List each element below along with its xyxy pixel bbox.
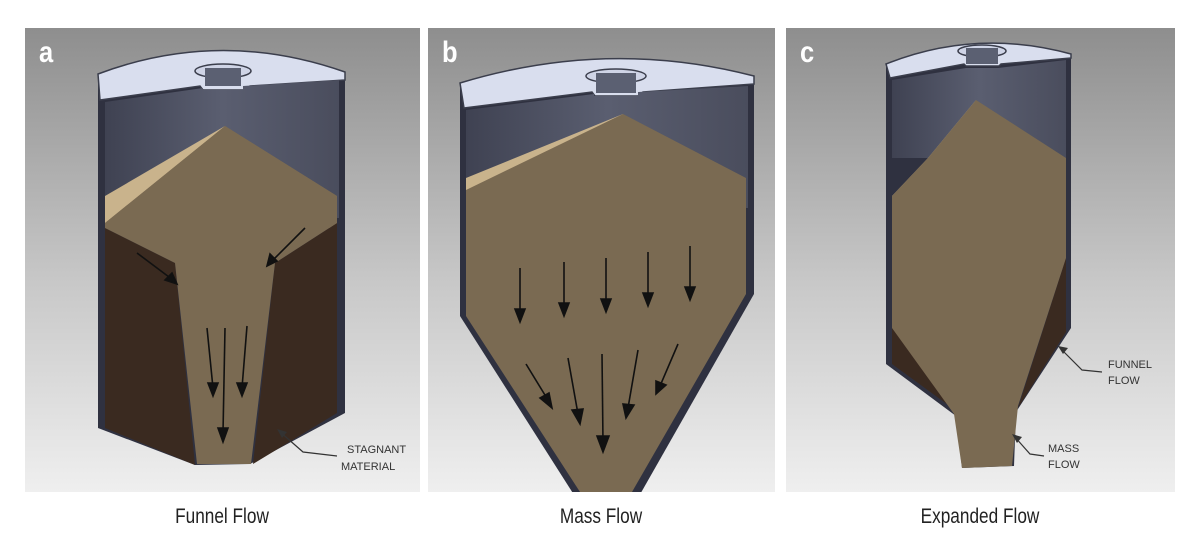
panel-letter-a: a [39,36,54,69]
svg-text:FLOW: FLOW [1108,375,1140,387]
svg-text:MATERIAL: MATERIAL [341,461,395,473]
funnel-flow-annotation: FUNNEL FLOW [1058,346,1152,387]
expanded-flow-silo-illustration: FUNNEL FLOW MASS FLOW [786,28,1175,492]
svg-text:FLOW: FLOW [1048,459,1080,471]
svg-text:STAGNANT: STAGNANT [347,444,406,456]
svg-text:FUNNEL: FUNNEL [1108,359,1152,371]
mass-flow-annotation: MASS FLOW [1012,434,1080,471]
mass-flow-silo-illustration [428,28,775,492]
panel-b-mass-flow: b [428,28,775,492]
panel-letter-c: c [800,36,815,69]
panel-c-expanded-flow: FUNNEL FLOW MASS FLOW c [786,28,1175,492]
svg-text:MASS: MASS [1048,443,1079,455]
funnel-flow-silo-illustration: STAGNANT MATERIAL [25,28,420,492]
flow-arrows [136,227,306,445]
stagnant-material-annotation: STAGNANT MATERIAL [277,429,406,473]
panel-letter-b: b [442,36,458,69]
caption-funnel-flow: Funnel Flow [175,505,269,528]
caption-mass-flow: Mass Flow [559,505,643,528]
flow-arrows [513,246,697,455]
panel-a-funnel-flow: STAGNANT MATERIAL a [25,28,420,492]
caption-expanded-flow: Expanded Flow [920,505,1040,528]
